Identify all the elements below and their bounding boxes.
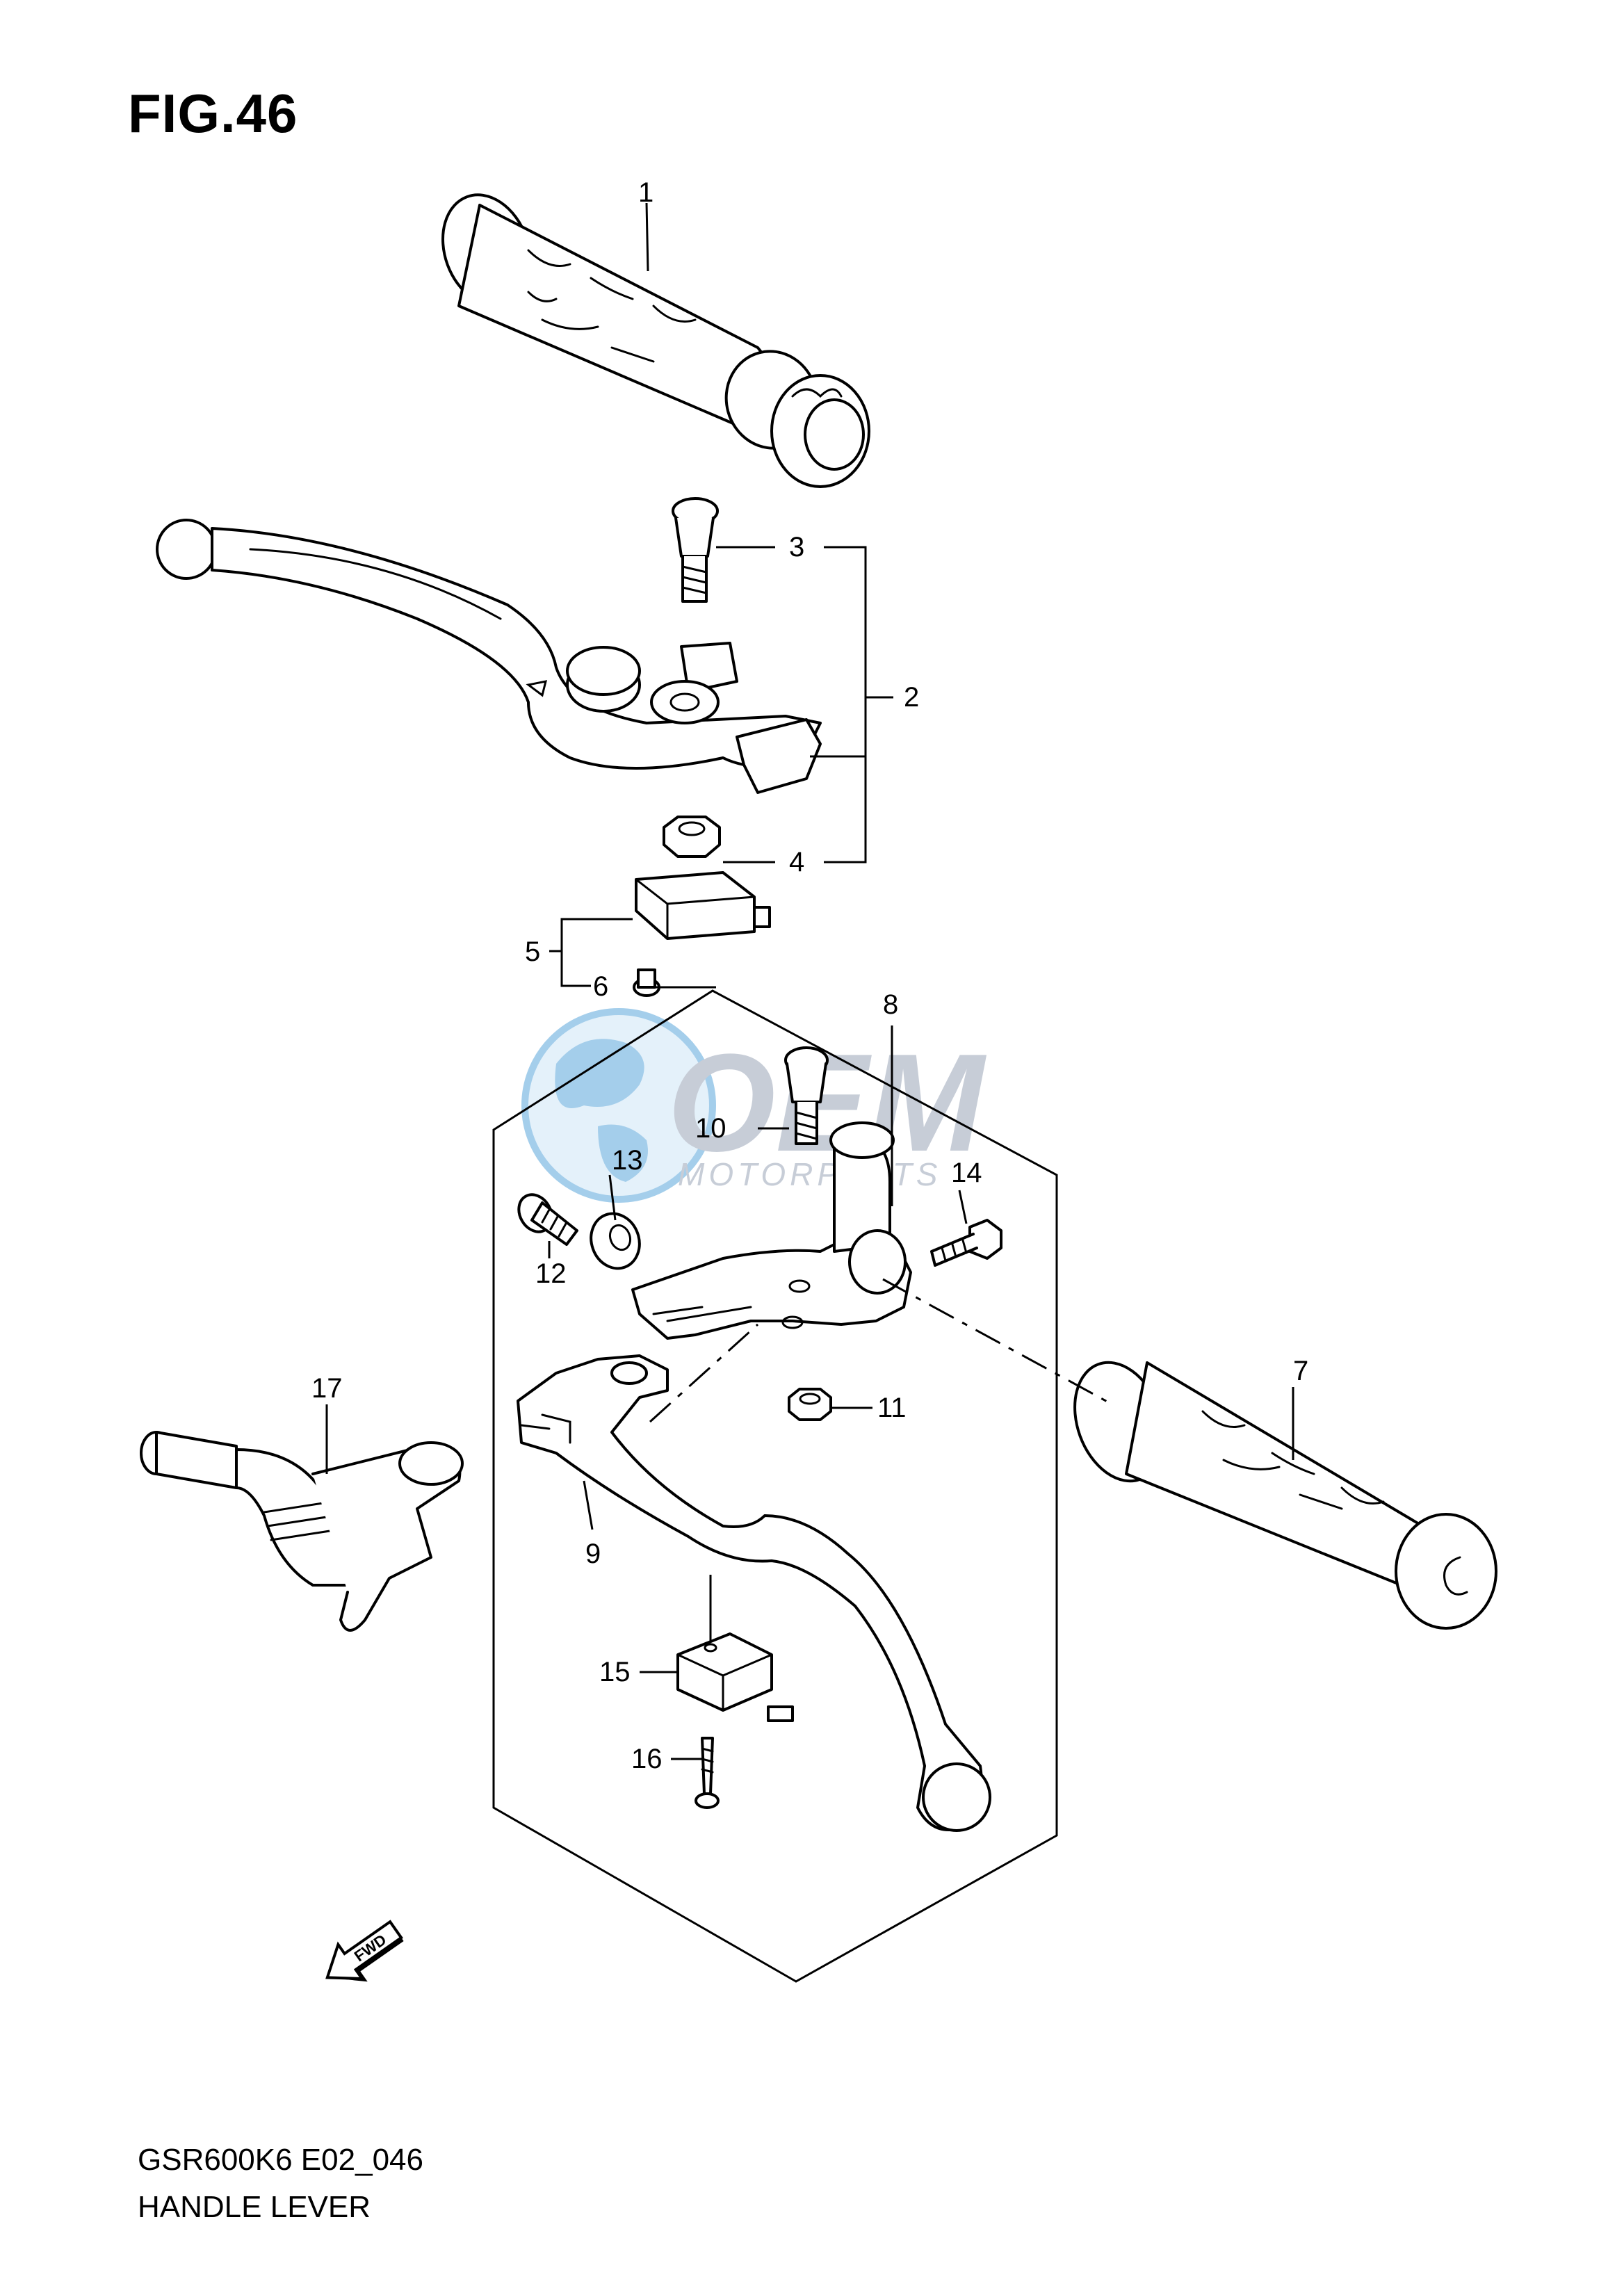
watermark-logo: OEM MOTORPARTS xyxy=(521,1008,987,1203)
callout-2: 2 xyxy=(904,682,919,713)
callout-1: 1 xyxy=(638,177,653,208)
callout-12: 12 xyxy=(535,1258,567,1289)
callout-11: 11 xyxy=(877,1393,907,1423)
callout-17: 17 xyxy=(311,1373,343,1404)
callout-7: 7 xyxy=(1293,1356,1308,1386)
callout-8: 8 xyxy=(883,989,898,1020)
adjuster-washer xyxy=(590,1212,641,1270)
clutch-lever-holder xyxy=(631,1121,912,1340)
assembly-frame-8 xyxy=(492,989,1058,1983)
leader-lines xyxy=(325,202,1294,1760)
clutch-switch-screw xyxy=(695,1737,720,1809)
callout-3: 3 xyxy=(789,532,804,562)
brake-lever-assembly xyxy=(156,519,822,794)
callout-9: 9 xyxy=(585,1539,601,1569)
callout-6: 6 xyxy=(593,971,608,1002)
holder-bolt xyxy=(930,1219,1002,1267)
callout-10: 10 xyxy=(695,1113,726,1144)
clutch-pivot-bolt xyxy=(784,1046,829,1145)
figure-name: HANDLE LEVER xyxy=(138,2190,371,2224)
callout-labels: 1 2 3 4 5 6 7 8 9 10 11 12 13 14 15 16 1… xyxy=(311,177,1308,1774)
switch-screw xyxy=(633,968,660,997)
callout-16: 16 xyxy=(631,1744,663,1774)
assembly-axis-line xyxy=(882,1278,1113,1406)
watermark-tagline: MOTORPARTS xyxy=(678,1156,941,1192)
adjuster-screw xyxy=(517,1193,578,1246)
callout-15: 15 xyxy=(599,1657,631,1687)
lever-nut xyxy=(663,816,721,858)
callout-5: 5 xyxy=(525,936,540,967)
figure-title: FIG.46 xyxy=(128,83,298,144)
clutch-lever-nut xyxy=(788,1388,832,1421)
throttle-grip xyxy=(441,193,870,488)
figure-model-code: GSR600K6 E02_046 xyxy=(138,2143,423,2177)
callout-4: 4 xyxy=(789,847,804,877)
forward-arrow-icon: FWD xyxy=(325,1920,404,1982)
clutch-lever xyxy=(517,1354,991,1832)
left-grip xyxy=(1073,1361,1497,1630)
clutch-cable-guard xyxy=(140,1431,464,1632)
callout-14: 14 xyxy=(951,1158,982,1188)
brake-light-switch xyxy=(635,871,771,940)
callout-13: 13 xyxy=(612,1145,643,1176)
pivot-bolt xyxy=(672,497,719,603)
assembly-axis-line-2 xyxy=(649,1323,759,1423)
clutch-switch xyxy=(676,1632,794,1722)
